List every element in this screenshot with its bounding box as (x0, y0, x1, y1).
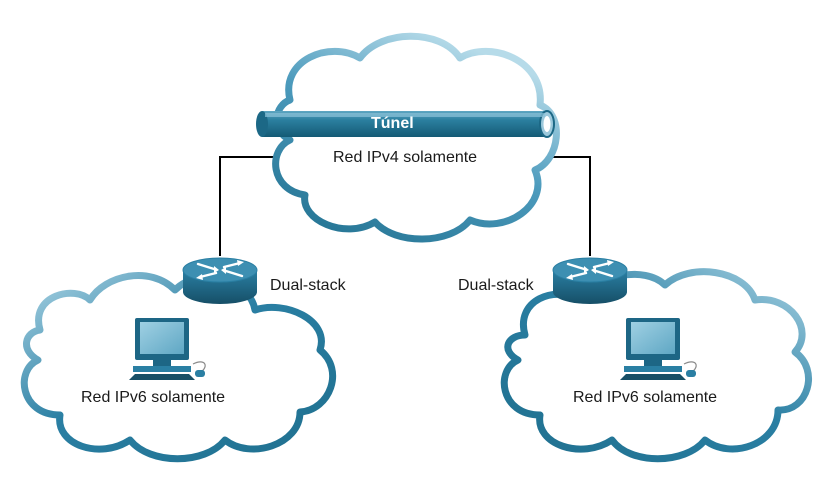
tunnel-label: Túnel (371, 115, 414, 132)
computer-icon (129, 318, 206, 380)
left-router-label: Dual-stack (270, 277, 346, 294)
right-router-label: Dual-stack (458, 277, 534, 294)
left-cloud-label: Red IPv6 solamente (81, 389, 226, 406)
link-left (219, 156, 275, 256)
tunnel (256, 110, 555, 138)
router-icon (182, 257, 258, 304)
router-icon (552, 257, 628, 304)
ipv4-cloud (272, 32, 560, 243)
computer-icon (620, 318, 697, 380)
link-right (545, 156, 591, 256)
right-cloud-label: Red IPv6 solamente (573, 389, 718, 406)
ipv4-cloud-label: Red IPv4 solamente (333, 149, 478, 166)
